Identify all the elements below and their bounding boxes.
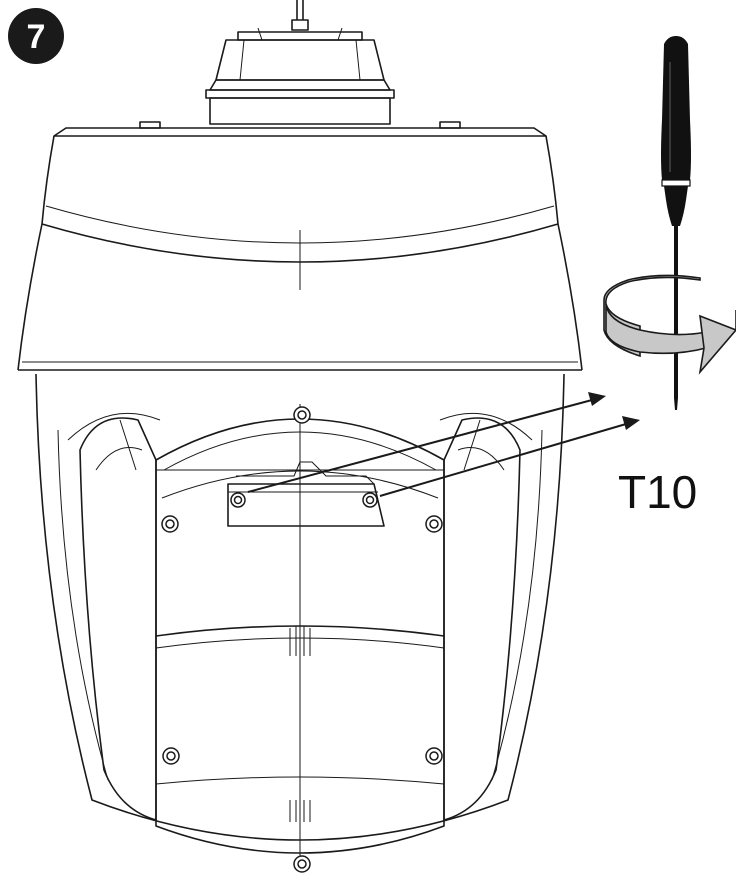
screw-icon [362,492,378,508]
screw-icon [425,747,443,765]
access-panel [227,461,385,527]
screw-icon [293,855,311,873]
top-housing [41,121,559,290]
front-cover [155,404,445,872]
screws [161,406,443,873]
side-arms [79,417,521,821]
screw-icon [293,406,311,424]
step-badge-icon [8,8,64,64]
screw-icon [161,515,179,533]
rotation-arrow-icon [603,274,736,375]
screwdriver-icon [661,36,691,410]
screw-icon [162,747,180,765]
middle-shroud [17,223,583,371]
ptz-camera [17,0,583,872]
bit-size-label: T10 [618,466,697,518]
top-cable [291,0,309,31]
arrow-to-right-screw [379,416,640,497]
screw-icon [230,492,246,508]
step-badge: 7 [8,8,64,64]
step-number: 7 [27,18,46,56]
mount-head [205,27,395,125]
screw-icon [425,515,443,533]
arrow-to-left-screw [247,392,606,493]
pointer-arrows [247,392,640,497]
